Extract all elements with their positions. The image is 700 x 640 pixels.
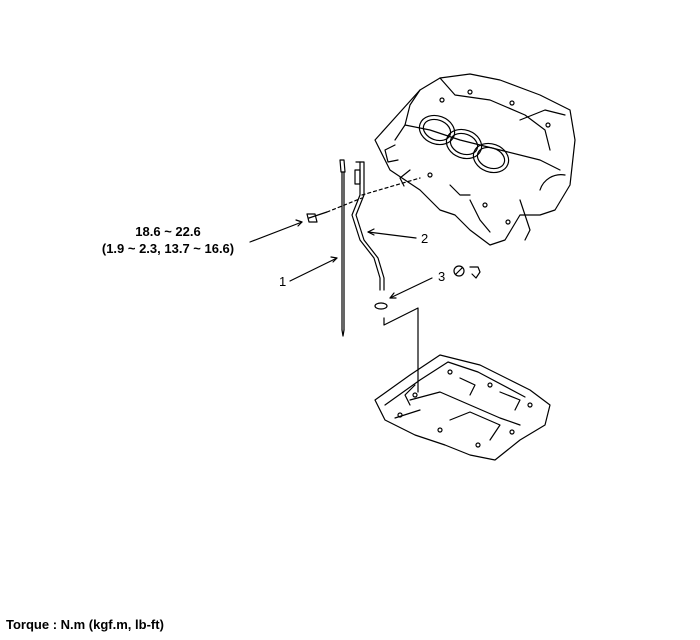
torque-nm-value: 18.6 ~ 22.6 [135,224,201,239]
oil-level-gauge-dipstick [339,159,346,337]
upper-oil-pan-illustration [374,354,551,461]
o-ring [374,302,388,310]
do-not-reuse-icon [453,265,481,279]
torque-alt-units-value: (1.9 ~ 2.3, 13.7 ~ 16.6) [101,241,235,256]
leader-lines [249,219,433,299]
torque-units-footer: Torque : N.m (kgf.m, lb-ft) [6,617,164,632]
engine-block-illustration [374,73,576,246]
torque-specification: 18.6 ~ 22.6 (1.9 ~ 2.3, 13.7 ~ 16.6) [98,225,238,259]
callout-1: 1 [279,274,287,289]
callout-2: 2 [421,231,429,246]
mounting-bolt [306,211,328,223]
callout-3: 3 [438,269,446,284]
oil-level-gauge-guide-tube [351,161,385,291]
